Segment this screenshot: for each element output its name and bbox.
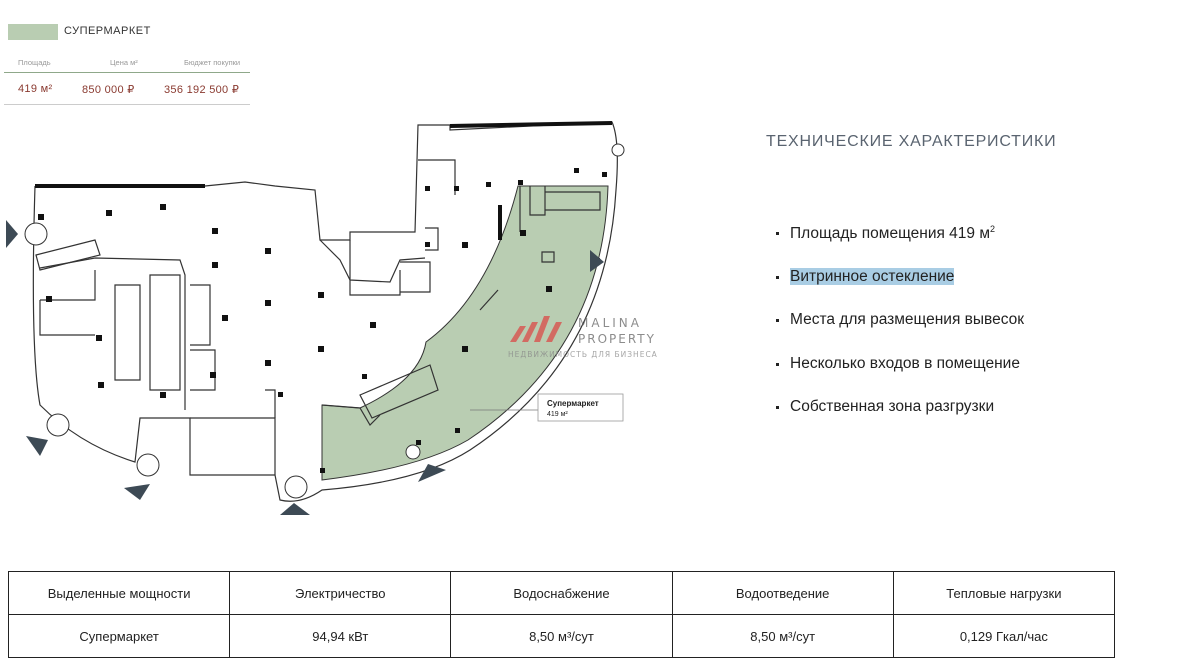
floor-plan: Супермаркет 419 м² — [6, 121, 625, 515]
table-cell: 0,129 Гкал/час — [892, 614, 1116, 658]
table-header: Водоотведение — [671, 571, 894, 615]
table-row: Супермаркет 94,94 кВт 8,50 м³/сут 8,50 м… — [7, 614, 1116, 658]
table-cell: 8,50 м³/сут — [671, 614, 894, 658]
bullet-icon — [776, 362, 779, 366]
price-value: 850 000 ₽ — [82, 84, 135, 96]
budget-header: Бюджет покупки — [184, 58, 241, 67]
table-header: Выделенные мощности — [7, 571, 231, 615]
unit-area: 419 м² — [547, 411, 568, 418]
bullet-icon — [776, 406, 779, 409]
malina-property-watermark: MALINA PROPERTY НЕДВИЖИМОСТЬ ДЛЯ БИЗНЕСА — [508, 316, 658, 359]
summary-divider — [4, 72, 250, 73]
area-header: Площадь — [18, 58, 51, 67]
price-header: Цена м² — [110, 58, 138, 67]
table-header-row: Выделенные мощности Электричество Водосн… — [7, 571, 1116, 615]
table-header: Тепловые нагрузки — [892, 571, 1116, 615]
watermark-tagline: НЕДВИЖИМОСТЬ ДЛЯ БИЗНЕСА — [508, 350, 658, 359]
table-header: Электричество — [229, 571, 452, 615]
bullet-icon — [776, 319, 779, 322]
table-cell: Супермаркет — [7, 614, 231, 658]
bullet-icon — [776, 232, 779, 235]
watermark-line1: MALINA — [578, 316, 642, 330]
unit-label: Супермаркет — [547, 399, 599, 408]
legend-swatch — [8, 24, 58, 40]
feature-area: Площадь помещения 419 м2 — [776, 224, 1024, 268]
feature-glazing: Витринное остекление — [776, 267, 1024, 312]
tech-title: ТЕХНИЧЕСКИЕ ХАРАКТЕРИСТИКИ — [766, 133, 1057, 150]
feature-entrances: Несколько входов в помещение — [776, 355, 1024, 399]
watermark-line2: PROPERTY — [578, 332, 656, 346]
summary-bottom-rule — [4, 104, 250, 105]
table-cell: 94,94 кВт — [229, 614, 452, 658]
malina-logo-icon — [510, 316, 562, 342]
feature-list: Площадь помещения 419 м2 Витринное остек… — [776, 224, 1024, 442]
utilities-table: Выделенные мощности Электричество Водосн… — [7, 571, 1116, 658]
budget-value: 356 192 500 ₽ — [164, 84, 240, 96]
highlighted-text: Витринное остекление — [790, 267, 955, 285]
legend-label: СУПЕРМАРКЕТ — [64, 25, 151, 37]
table-cell: 8,50 м³/сут — [450, 614, 673, 658]
feature-unloading: Собственная зона разгрузки — [776, 398, 1024, 442]
supermarket-zone — [321, 185, 609, 481]
area-value: 419 м² — [18, 83, 53, 95]
table-header: Водоснабжение — [450, 571, 673, 615]
feature-signs: Места для размещения вывесок — [776, 311, 1024, 355]
bullet-icon — [776, 275, 779, 279]
